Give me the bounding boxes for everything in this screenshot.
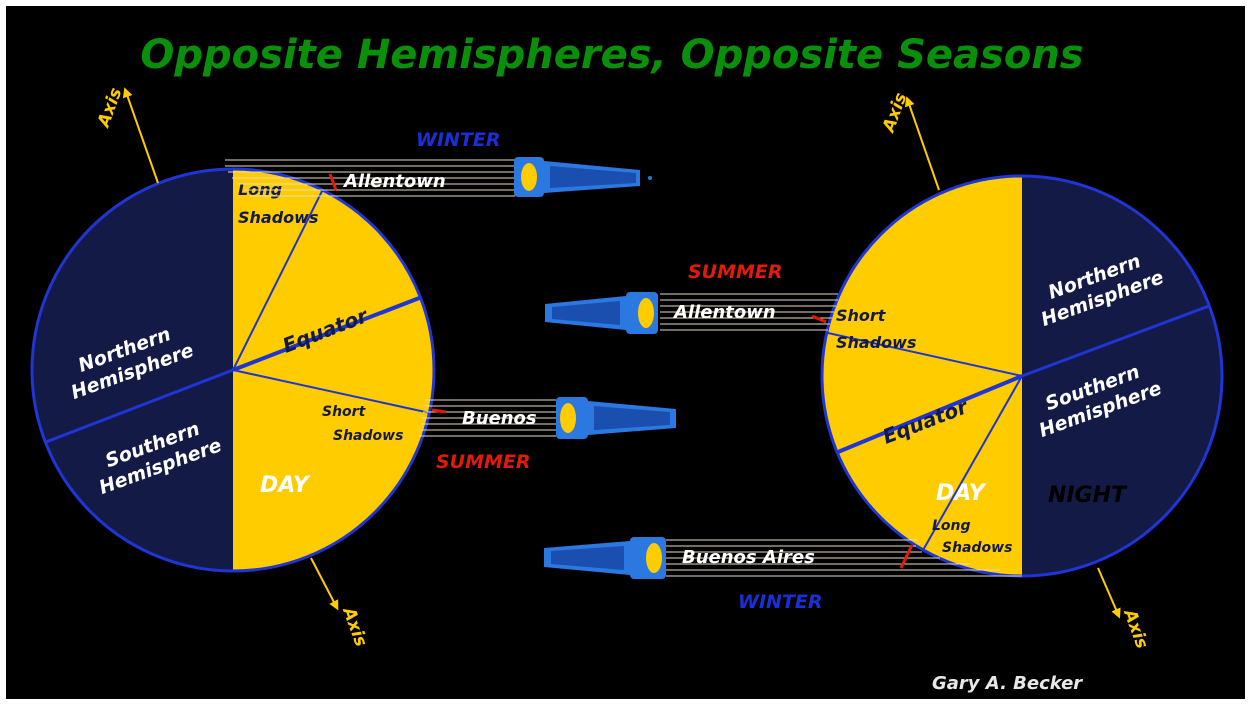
left-short-shadows-line2: Shadows <box>333 428 403 444</box>
flashlight-icon <box>544 537 666 579</box>
beam-right-bottom: Buenos Aires WINTER <box>544 537 1022 613</box>
beam-right-top: Allentown SUMMER <box>545 261 838 334</box>
beam-lines <box>660 293 838 331</box>
right-hemisphere-divider <box>1021 298 1222 378</box>
axis-arrow-icon <box>122 87 159 184</box>
beam-right-bottom-city: Buenos Aires <box>682 547 815 568</box>
left-equator-line <box>232 288 434 372</box>
left-day-label: DAY <box>260 473 311 498</box>
beam-left-bottom-season: SUMMER <box>436 451 531 473</box>
beam-left-top-season: WINTER <box>416 129 501 151</box>
beam-left-bottom-city: Buenos <box>462 408 537 429</box>
axis-arrow-icon <box>1097 567 1121 619</box>
right-short-shadows-line2: Shadows <box>836 333 916 352</box>
right-long-shadows-line2: Shadows <box>942 540 1012 556</box>
right-ray-short <box>827 332 1023 377</box>
beam-right-bottom-season: WINTER <box>738 591 823 613</box>
right-long-shadows-line1: Long <box>932 518 971 534</box>
shadow-stick <box>811 314 827 324</box>
beam-left-bottom: Buenos SUMMER <box>419 397 676 473</box>
beam-right-top-city: Allentown <box>672 302 776 323</box>
page-title: Opposite Hemispheres, Opposite Seasons <box>140 32 1083 78</box>
right-ray-long <box>913 375 1023 567</box>
flashlight-icon <box>514 157 652 197</box>
beam-lines <box>225 159 515 197</box>
left-short-shadows-line1: Short <box>322 404 367 420</box>
right-short-shadows-line1: Short <box>836 306 887 325</box>
beam-left-top: Allentown WINTER <box>225 129 652 197</box>
left-ray-short <box>232 369 431 414</box>
left-globe-outline <box>30 167 436 573</box>
right-equator-line <box>837 374 1023 454</box>
left-long-shadows-line2: Shadows <box>238 208 318 227</box>
flashlight-icon <box>556 397 676 439</box>
beam-right-top-season: SUMMER <box>688 261 783 283</box>
right-night-label: NIGHT <box>1048 483 1128 508</box>
right-day-label: DAY <box>936 481 987 506</box>
axis-arrow-icon <box>904 96 940 191</box>
left-ray-long <box>232 174 331 371</box>
beam-lines <box>666 539 1022 577</box>
shadow-stick <box>899 544 914 569</box>
left-hemisphere-divider <box>32 368 234 454</box>
shadow-stick <box>328 173 338 191</box>
shadow-stick <box>431 408 447 414</box>
flashlight-icon <box>545 292 658 334</box>
author-credit: Gary A. Becker <box>932 673 1083 694</box>
beam-left-top-city: Allentown <box>342 171 446 192</box>
axis-arrow-icon <box>310 557 339 611</box>
